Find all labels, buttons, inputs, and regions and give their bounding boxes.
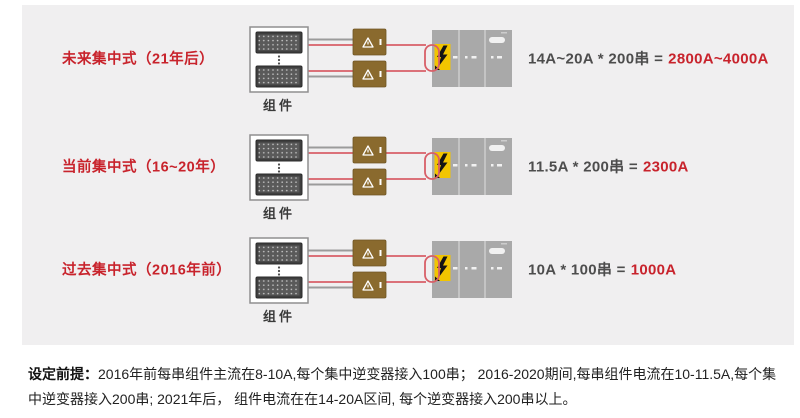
current-formula: 10A * 100串 =1000A bbox=[528, 259, 676, 280]
solar-panel-icon bbox=[255, 242, 303, 265]
fuse-box-icon bbox=[352, 168, 387, 196]
module-label: 组件 bbox=[263, 98, 295, 113]
fuse-box-icon bbox=[352, 239, 387, 267]
inverter-cabinet-icon bbox=[432, 138, 512, 195]
string-wires bbox=[308, 146, 440, 186]
module-label: 组件 bbox=[263, 206, 295, 221]
row-label: 当前集中式（16~20年） bbox=[62, 159, 226, 176]
footnote-prefix: 设定前提： bbox=[28, 366, 98, 382]
footnote-text-1: 2016年前每串组件主流在8-10A,每个集中逆变器接入100串； 2016-2… bbox=[98, 366, 777, 382]
pv-module-group: 组件 bbox=[249, 134, 309, 221]
pv-module-group: 组件 bbox=[249, 237, 309, 324]
module-label: 组件 bbox=[263, 309, 295, 324]
pv-string-diagram: 组件 bbox=[249, 237, 512, 324]
pv-string-diagram: 组件 bbox=[249, 134, 512, 221]
row-future-centralized: 未来集中式（21年后） bbox=[22, 26, 794, 118]
diagram-panel: 未来集中式（21年后） bbox=[22, 5, 794, 345]
formula-expression: 14A~20A * 200串 = bbox=[528, 50, 664, 68]
pv-module-group: 组件 bbox=[249, 26, 309, 113]
current-formula: 14A~20A * 200串 =2800A~4000A bbox=[528, 48, 769, 69]
solar-panel-icon bbox=[255, 276, 303, 299]
row-label: 未来集中式（21年后） bbox=[62, 51, 215, 68]
row-label: 过去集中式（2016年前） bbox=[62, 262, 232, 279]
fuse-box-icon bbox=[352, 28, 387, 56]
fuse-box-icon bbox=[352, 60, 387, 88]
solar-panel-icon bbox=[255, 139, 303, 162]
footnote-line-1: 设定前提：2016年前每串组件主流在8-10A,每个集中逆变器接入100串； 2… bbox=[28, 362, 792, 387]
footnote: 设定前提：2016年前每串组件主流在8-10A,每个集中逆变器接入100串； 2… bbox=[28, 362, 792, 412]
inverter-cabinet-icon bbox=[432, 30, 512, 87]
string-wires bbox=[308, 38, 440, 78]
pv-string-diagram: 组件 bbox=[249, 26, 512, 113]
solar-panel-icon bbox=[255, 173, 303, 196]
ellipsis-dots-icon bbox=[277, 163, 281, 173]
fuse-box-icon bbox=[352, 136, 387, 164]
ellipsis-dots-icon bbox=[277, 55, 281, 65]
string-wires bbox=[308, 249, 440, 289]
current-formula: 11.5A * 200串 =2300A bbox=[528, 156, 689, 177]
ellipsis-dots-icon bbox=[277, 266, 281, 276]
solar-panel-icon bbox=[255, 31, 303, 54]
solar-panel-icon bbox=[255, 65, 303, 88]
formula-result: 2800A~4000A bbox=[668, 50, 769, 68]
row-current-centralized: 当前集中式（16~20年） bbox=[22, 134, 794, 226]
formula-result: 2300A bbox=[642, 158, 689, 176]
formula-result: 1000A bbox=[630, 261, 677, 279]
fuse-box-icon bbox=[352, 271, 387, 299]
row-past-centralized: 过去集中式（2016年前） bbox=[22, 237, 794, 329]
formula-expression: 10A * 100串 = bbox=[528, 261, 626, 279]
inverter-cabinet-icon bbox=[432, 241, 512, 298]
footnote-line-2: 中逆变器接入200串; 2021年后， 组件电流在在14-20A区间, 每个逆变… bbox=[28, 391, 577, 407]
formula-expression: 11.5A * 200串 = bbox=[528, 158, 638, 176]
